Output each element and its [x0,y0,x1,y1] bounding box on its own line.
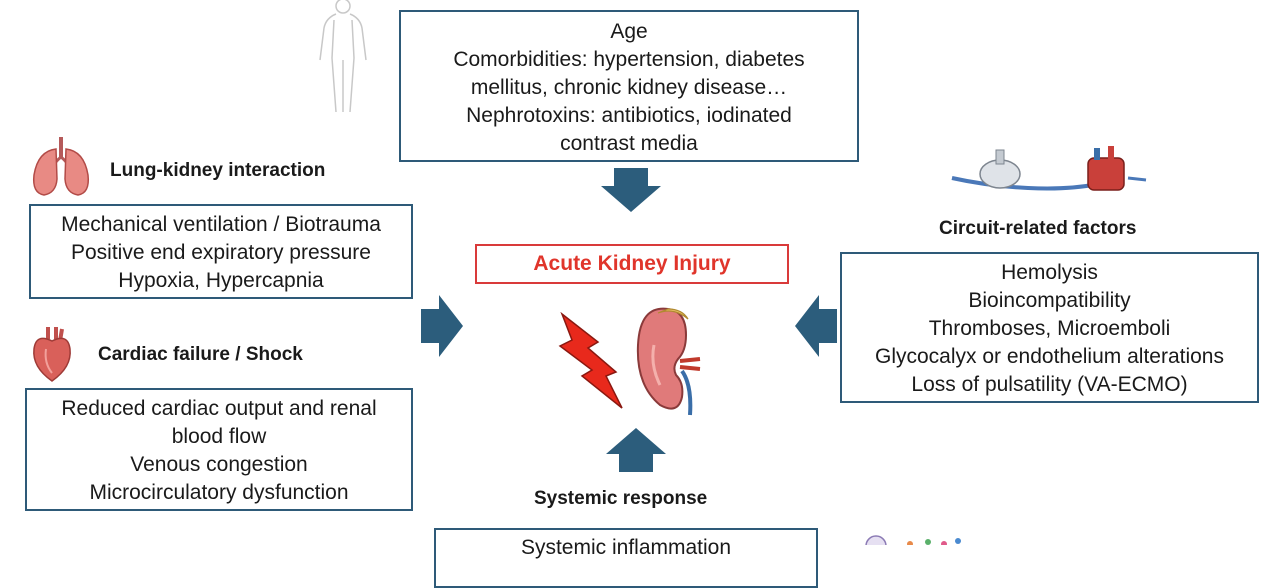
lung-kidney-box: Mechanical ventilation / Biotrauma Posit… [29,204,413,299]
arrow-left [795,295,837,357]
arrow-right [421,295,463,357]
circuit-heading: Circuit-related factors [939,218,1137,239]
arrow-down [601,168,661,212]
cardiac-line-output-cont: blood flow [171,425,267,448]
lung-line-ventilation: Mechanical ventilation / Biotrauma [61,213,381,236]
cells-icon [865,535,961,545]
cardiac-line-microcirc: Microcirculatory dysfunction [89,481,349,504]
arrow-up [606,428,666,472]
risk-line-comorbidities: Comorbidities: hypertension, diabetes [453,48,805,71]
systemic-line-inflammation: Systemic inflammation [520,536,732,559]
risk-factors-box: Age Comorbidities: hypertension, diabete… [399,10,859,162]
lung-line-peep: Positive end expiratory pressure [71,241,371,264]
cardiac-line-output: Reduced cardiac output and renal [61,397,377,420]
risk-line-comorbidities-cont: mellitus, chronic kidney disease… [470,76,788,99]
circuit-line-thromboses: Thromboses, Microemboli [928,317,1171,340]
ecmo-circuit-icon [951,146,1147,191]
lung-line-hypoxia: Hypoxia, Hypercapnia [118,269,324,292]
risk-line-age: Age [610,20,648,43]
circuit-line-glycocalyx: Glycocalyx or endothelium alterations [874,345,1224,368]
circuit-box: Hemolysis Bioincompatibility Thromboses,… [840,252,1259,403]
circuit-line-bioincompat: Bioincompatibility [968,289,1131,312]
circuit-line-pulsatility: Loss of pulsatility (VA-ECMO) [911,373,1188,396]
lightning-icon [558,312,623,409]
cardiac-heading: Cardiac failure / Shock [98,344,303,365]
circuit-line-hemolysis: Hemolysis [1001,261,1098,284]
kidney-icon [636,307,701,416]
systemic-heading: Systemic response [534,488,708,509]
lungs-icon [32,137,90,196]
acute-kidney-injury-label: Acute Kidney Injury [475,244,789,284]
risk-line-nephrotoxins: Nephrotoxins: antibiotics, iodinated [466,104,792,127]
cardiac-line-venous: Venous congestion [130,453,308,476]
systemic-box: Systemic inflammation [434,528,818,588]
cardiac-box: Reduced cardiac output and renal blood f… [25,388,413,511]
human-body-icon [319,0,367,113]
heart-icon [33,327,71,382]
risk-line-nephrotoxins-cont: contrast media [560,132,698,155]
lung-heading: Lung-kidney interaction [110,160,326,181]
